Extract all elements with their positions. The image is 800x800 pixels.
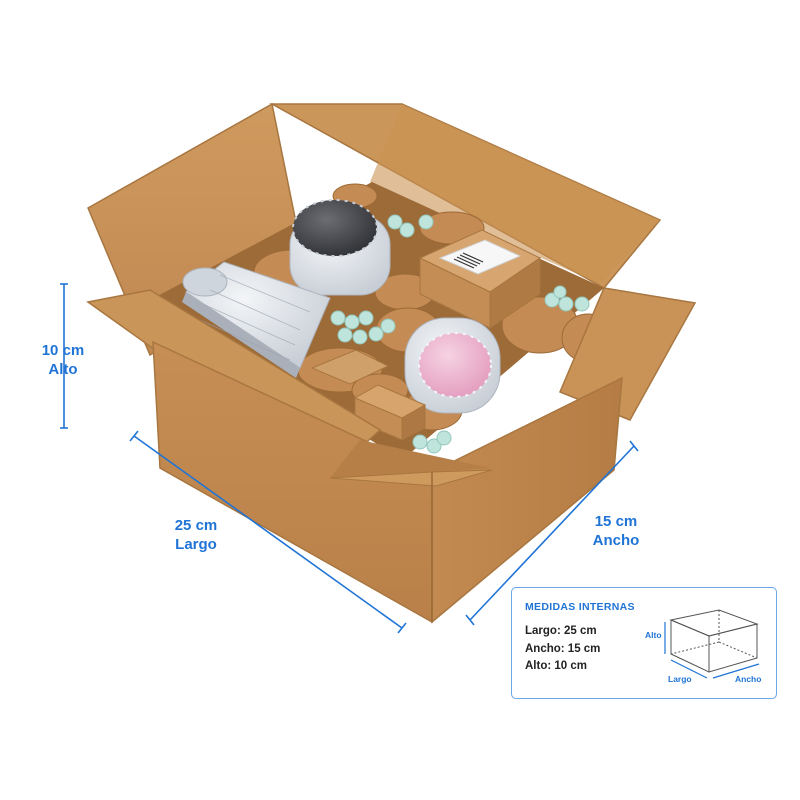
- internal-dimensions-panel: MEDIDAS INTERNAS Largo: 25 cm Ancho: 15 …: [511, 587, 777, 699]
- dimension-line-ancho: [465, 440, 639, 626]
- box-right-flap: [559, 287, 697, 421]
- mini-largo-label: Largo: [668, 674, 692, 684]
- mini-alto-label: Alto: [645, 630, 662, 640]
- largo-value: 25 cm: [174, 517, 218, 534]
- panel-line-ancho: Ancho: 15 cm: [525, 643, 601, 655]
- largo-name: Largo: [175, 536, 217, 553]
- alto-name: Alto: [48, 361, 78, 378]
- box-front-flap: [330, 440, 490, 478]
- largo-dimension-label: 25 cm Largo: [160, 516, 232, 554]
- ancho-value: 15 cm: [594, 513, 638, 530]
- mini-box-outline-icon: [664, 609, 760, 679]
- bubble-wrapped-pink-jar: [404, 317, 501, 414]
- panel-line-alto: Alto: 10 cm: [525, 660, 587, 672]
- panel-title: MEDIDAS INTERNAS: [525, 601, 635, 613]
- mini-box-diagram: Alto Largo Ancho: [637, 602, 777, 692]
- dimension-line-alto: [60, 283, 68, 429]
- bubble-wrapped-cylinder: [182, 261, 331, 378]
- dimension-line-largo: [129, 430, 407, 634]
- small-box-with-label: [418, 229, 541, 329]
- alto-dimension-label: 10 cm Alto: [32, 341, 94, 379]
- small-kraft-box: [353, 384, 427, 441]
- bubble-wrapped-jar: [289, 199, 391, 296]
- ancho-name: Ancho: [592, 532, 640, 549]
- ancho-dimension-label: 15 cm Ancho: [576, 512, 656, 550]
- packing-peanuts: [330, 214, 590, 454]
- mini-ancho-label: Ancho: [735, 674, 762, 684]
- panel-line-largo: Largo: 25 cm: [525, 625, 597, 637]
- alto-value: 10 cm: [41, 342, 85, 359]
